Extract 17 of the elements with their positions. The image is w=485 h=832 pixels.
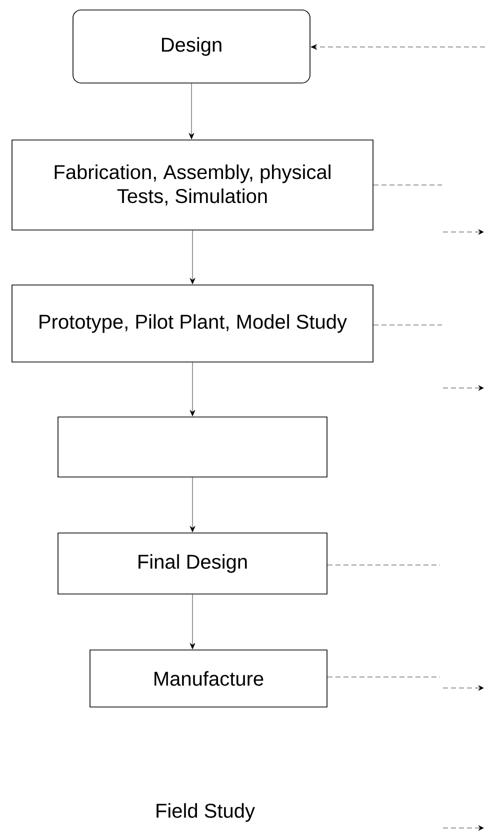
process-box: Final Design	[58, 532, 328, 594]
process-box: Manufacture	[90, 650, 328, 708]
process-box: Prototype, Pilot Plant, Model Study	[12, 284, 374, 362]
arrow	[188, 83, 194, 140]
arrow	[190, 230, 196, 284]
field-study-label: Field Study	[156, 803, 255, 822]
dashed-line	[327, 676, 440, 678]
arrow	[190, 594, 196, 650]
arrow	[190, 362, 196, 416]
dashed-line	[327, 564, 440, 566]
arrow	[190, 477, 196, 532]
process-box: Design	[72, 10, 310, 84]
dashed-line	[373, 324, 442, 326]
dashed-line	[373, 184, 442, 186]
arrow	[310, 44, 485, 50]
process-box: Fabrication, Assembly, physical Tests, Simulation	[12, 140, 374, 230]
process-box	[58, 416, 328, 478]
